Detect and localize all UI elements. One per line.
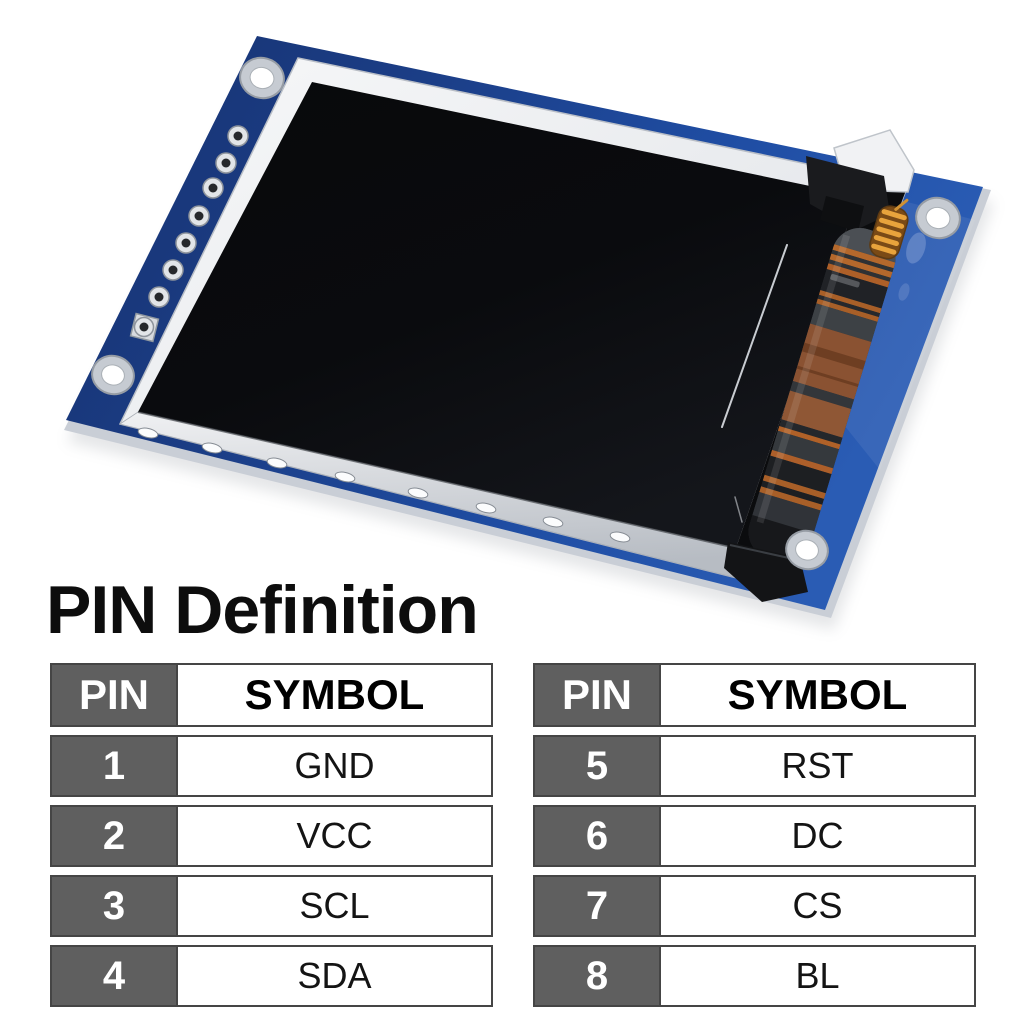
- pin-number-cell: 7: [535, 877, 661, 935]
- glass-edge-highlight-short: [734, 496, 743, 523]
- band-seam: [137, 411, 737, 549]
- pin-symbol-cell: CS: [661, 877, 974, 935]
- frame-notches: [137, 427, 631, 543]
- table-header-row: PIN SYMBOL: [50, 663, 493, 727]
- mounting-hole-top-right: [915, 196, 961, 240]
- table-row: 8 BL: [533, 945, 976, 1007]
- flex-cable: [741, 198, 909, 569]
- table-row: 6 DC: [533, 805, 976, 867]
- pin-symbol-cell: SDA: [178, 947, 491, 1005]
- cable-end-highlight: [729, 544, 799, 561]
- mounting-hole-bottom-right: [785, 529, 829, 571]
- table-row: 1 GND: [50, 735, 493, 797]
- table-row: 4 SDA: [50, 945, 493, 1007]
- glass-edge-highlight: [721, 244, 788, 428]
- pcb-sheen-right: [840, 200, 975, 470]
- lcd-screen: [138, 82, 858, 548]
- pin-number-cell: 3: [52, 877, 178, 935]
- pin-header-cell: PIN: [52, 665, 178, 725]
- pin-symbol-cell: RST: [661, 737, 974, 795]
- symbol-header-cell: SYMBOL: [178, 665, 491, 725]
- mounting-hole-bottom-left: [91, 354, 135, 396]
- flux-smudge-small: [898, 283, 910, 301]
- symbol-header-cell: SYMBOL: [661, 665, 974, 725]
- pin-number-cell: 6: [535, 807, 661, 865]
- pin-header-cell: PIN: [535, 665, 661, 725]
- pin-number-cell: 4: [52, 947, 178, 1005]
- table-row: 7 CS: [533, 875, 976, 937]
- pin-symbol-cell: SCL: [178, 877, 491, 935]
- mounting-hole-top-left: [239, 56, 285, 100]
- table-row: 5 RST: [533, 735, 976, 797]
- table-row: 2 VCC: [50, 805, 493, 867]
- cable-marking: [830, 274, 860, 288]
- flux-smudge: [906, 232, 926, 264]
- pin-symbol-cell: GND: [178, 737, 491, 795]
- table-row: 3 SCL: [50, 875, 493, 937]
- pin-table-1-4: PIN SYMBOL 1 GND 2 VCC 3 SCL 4 SDA: [50, 663, 493, 1015]
- page-title: PIN Definition: [46, 572, 479, 648]
- table-header-row: PIN SYMBOL: [533, 663, 976, 727]
- lcd-module-photo: [64, 36, 994, 630]
- pin-number-cell: 1: [52, 737, 178, 795]
- pin-number-cell: 5: [535, 737, 661, 795]
- pin-symbol-cell: BL: [661, 947, 974, 1005]
- pin-symbol-cell: DC: [661, 807, 974, 865]
- gold-coil: [869, 198, 909, 260]
- fpc-connector-dark: [820, 196, 864, 232]
- pin-table-5-8: PIN SYMBOL 5 RST 6 DC 7 CS 8 BL: [533, 663, 976, 1015]
- pin-number-cell: 2: [52, 807, 178, 865]
- pin-through-holes: [129, 125, 249, 343]
- flex-cable-stripes: [741, 221, 903, 569]
- pin-number-cell: 8: [535, 947, 661, 1005]
- pin-symbol-cell: VCC: [178, 807, 491, 865]
